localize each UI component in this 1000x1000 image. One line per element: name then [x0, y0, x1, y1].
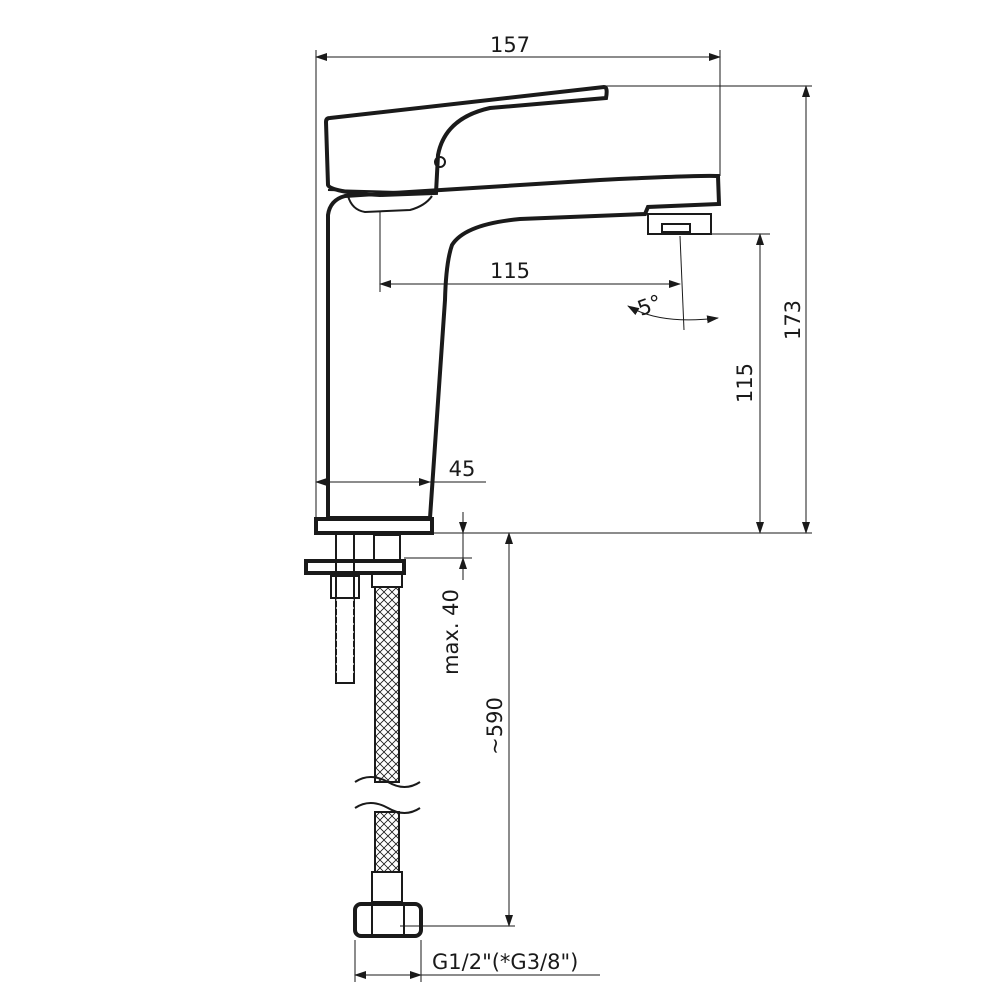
- hose-collar-bottom: [371, 871, 403, 903]
- dimension-max-mounting: max. 40: [439, 512, 467, 675]
- dim-label-590: ~590: [483, 697, 507, 755]
- flexible-hose: [353, 586, 423, 938]
- dimension-base-diameter: 45: [315, 457, 486, 486]
- hex-nut: [353, 902, 423, 938]
- mounting-hardware: [304, 532, 406, 684]
- hose-connector-top: [373, 534, 401, 562]
- dimension-hose-length: ~590: [483, 532, 513, 927]
- lever-handle: [323, 84, 609, 198]
- dim-label-angle: 5°: [634, 290, 665, 321]
- extension-lines: [315, 50, 812, 982]
- stud-nut: [330, 575, 360, 599]
- mounting-bracket: [304, 559, 406, 575]
- hose-upper-braid: [374, 586, 400, 783]
- base-plate: [314, 517, 434, 535]
- break-line-lower: [354, 802, 421, 814]
- faucet-column-outline: [326, 173, 722, 520]
- break-line-upper: [354, 776, 421, 788]
- dimension-spout-reach: 115: [379, 259, 681, 288]
- dimension-overall-width: 157: [315, 33, 721, 61]
- dimension-overall-height: 173: [781, 85, 810, 534]
- dim-label-reach: 115: [490, 259, 530, 283]
- hose-collar-top: [371, 572, 403, 588]
- dimension-spout-height: 115: [733, 233, 764, 534]
- dim-label-thread: G1/2"(*G3/8"): [432, 950, 578, 974]
- dim-label-height: 115: [733, 363, 757, 403]
- lever-pivot: [327, 189, 437, 214]
- dim-label-45: 45: [449, 457, 476, 481]
- dim-label-173: 173: [781, 300, 805, 340]
- hose-lower-braid: [374, 811, 400, 873]
- dim-label-max40: max. 40: [439, 589, 463, 675]
- dimension-connection-thread: G1/2"(*G3/8"): [354, 950, 600, 979]
- dimension-spout-angle: 5°: [627, 290, 719, 324]
- lever-screw: [434, 156, 446, 168]
- faucet-body: [314, 84, 722, 535]
- dim-label-157: 157: [490, 33, 530, 57]
- aerator-inner: [661, 223, 691, 233]
